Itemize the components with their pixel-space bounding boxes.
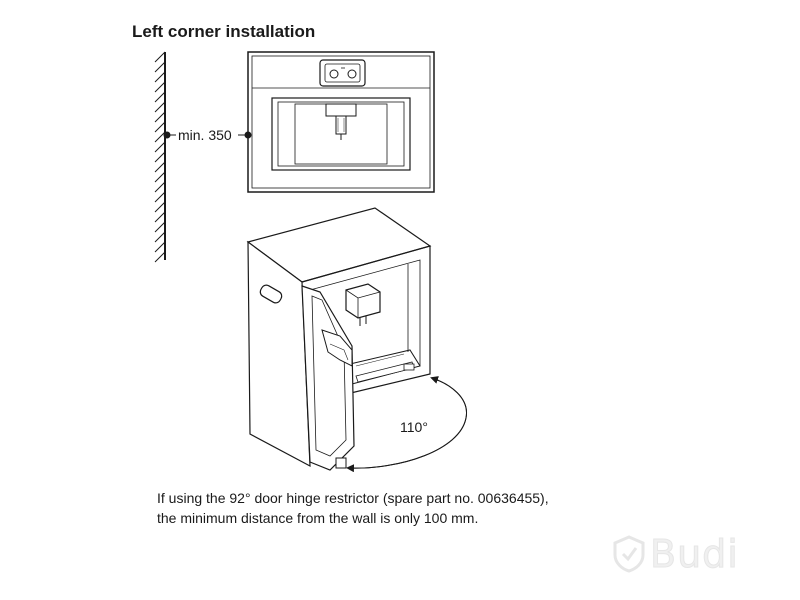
appliance-perspective-view xyxy=(246,207,432,471)
door-angle-indicator: 110° xyxy=(346,376,467,473)
shield-icon xyxy=(613,535,645,573)
caption-line-2: the minimum distance from the wall is on… xyxy=(157,510,479,526)
wall xyxy=(154,51,166,263)
caption: If using the 92° door hinge restrictor (… xyxy=(157,488,657,528)
angle-label: 110° xyxy=(400,419,428,435)
caption-line-1: If using the 92° door hinge restrictor (… xyxy=(157,490,549,506)
diagram-heading: Left corner installation xyxy=(132,22,316,41)
dimension-min-350: min. 350 xyxy=(163,127,252,143)
dimension-label: min. 350 xyxy=(178,127,232,143)
watermark: Budi xyxy=(612,532,739,577)
watermark-text: Budi xyxy=(650,532,739,577)
appliance-front-view xyxy=(247,51,435,193)
